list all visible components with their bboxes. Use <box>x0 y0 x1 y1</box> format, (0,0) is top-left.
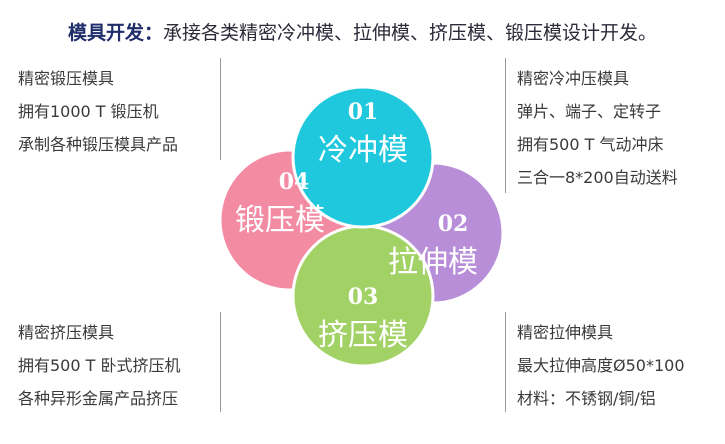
petal-forging-number: 04 <box>278 169 310 195</box>
petal-forging-label: 04 锻压模 <box>220 169 340 239</box>
petal-stamping-name: 冷冲模 <box>318 134 408 167</box>
forging-press: 拥有1000 T 锻压机 <box>18 102 159 121</box>
petal-forging-name: 锻压模 <box>235 204 325 237</box>
mold-types-diagram: 01 冷冲模 02 拉伸模 03 挤压模 04 锻压模 <box>220 85 506 370</box>
extrusion-title: 精密挤压模具 <box>18 323 115 342</box>
stamping-press: 拥有500 T 气动冲床 <box>517 135 664 154</box>
page-title: 模具开发： <box>67 22 163 44</box>
petal-drawing-label: 02 拉伸模 <box>373 211 493 281</box>
drawing-height: 最大拉伸高度Ø50*100 <box>517 356 685 375</box>
petal-stamping-number: 01 <box>347 99 379 125</box>
stamping-parts: 弹片、端子、定转子 <box>517 102 662 121</box>
divider-bottom-right <box>505 312 506 412</box>
forging-products: 承制各种锻压模具产品 <box>18 135 179 154</box>
petal-shapes <box>220 85 505 368</box>
petal-extrusion-number: 03 <box>347 284 379 310</box>
stamping-info-block: 精密冷冲压模具 弹片、端子、定转子 拥有500 T 气动冲床 三合一8*200自… <box>517 62 678 194</box>
forging-title: 精密锻压模具 <box>18 69 115 88</box>
extrusion-products: 各种异形金属产品挤压 <box>18 389 179 408</box>
extrusion-info-block: 精密挤压模具 拥有500 T 卧式挤压机 各种异形金属产品挤压 <box>18 316 181 415</box>
page-header: 模具开发：承接各类精密冷冲模、拉伸模、挤压模、锻压模设计开发。 <box>0 18 725 45</box>
stamping-feeder: 三合一8*200自动送料 <box>517 168 678 187</box>
petal-stamping <box>291 85 435 229</box>
drawing-materials: 材料：不锈钢/铜/铝 <box>517 389 656 408</box>
stamping-title: 精密冷冲压模具 <box>517 69 630 88</box>
petal-extrusion-label: 03 挤压模 <box>303 284 423 354</box>
drawing-info-block: 精密拉伸模具 最大拉伸高度Ø50*100 材料：不锈钢/铜/铝 <box>517 316 685 415</box>
divider-bottom-left <box>220 312 221 412</box>
petal-drawing-name: 拉伸模 <box>388 246 478 279</box>
forging-info-block: 精密锻压模具 拥有1000 T 锻压机 承制各种锻压模具产品 <box>18 62 178 161</box>
petal-stamping-label: 01 冷冲模 <box>303 99 423 169</box>
divider-top-right <box>505 58 506 193</box>
extrusion-press: 拥有500 T 卧式挤压机 <box>18 356 181 375</box>
page-description: 承接各类精密冷冲模、拉伸模、挤压模、锻压模设计开发。 <box>163 22 658 44</box>
petal-extrusion-name: 挤压模 <box>318 319 408 352</box>
petal-drawing-number: 02 <box>437 211 469 237</box>
divider-top-left <box>220 58 221 160</box>
drawing-title: 精密拉伸模具 <box>517 323 614 342</box>
